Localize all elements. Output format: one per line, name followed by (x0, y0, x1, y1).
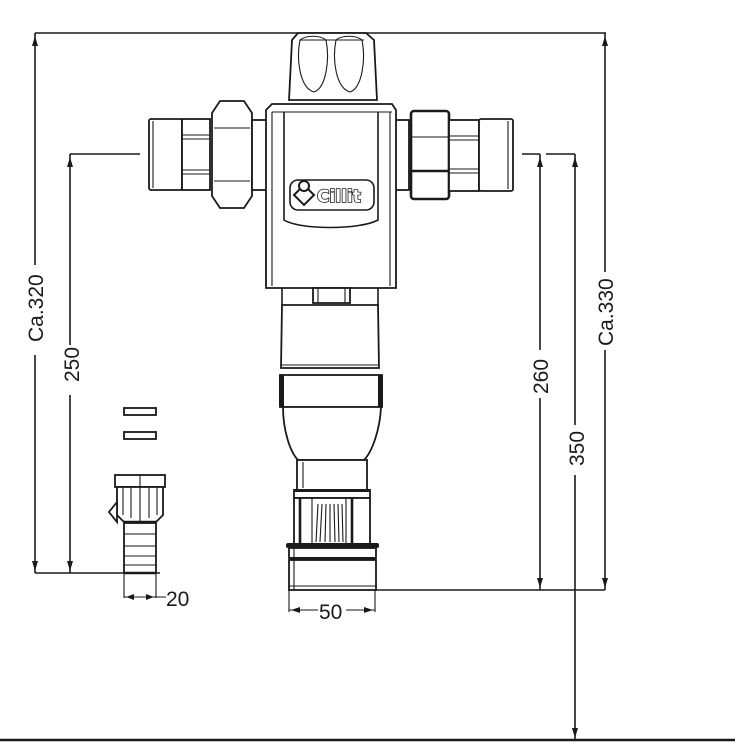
filter-head-housing: Cillit (265, 103, 397, 289)
dim-label-250: 250 (61, 347, 84, 382)
logo-text: Cillit (317, 187, 361, 207)
dimension-ca320: Ca.320 (22, 33, 160, 574)
dimension-20: 20 (123, 573, 189, 611)
backwash-brush-unit (293, 459, 371, 545)
logo-plate (289, 179, 375, 211)
dim-label-ca330: Ca.330 (595, 278, 618, 346)
housing-neck (281, 287, 379, 305)
handwheel-knob (288, 32, 378, 101)
gasket-ring-1 (123, 407, 157, 416)
dim-label-20: 20 (166, 588, 189, 611)
dimension-50: 50 (288, 590, 376, 624)
dim-label-50: 50 (319, 601, 342, 624)
dimension-ca330: Ca.330 (375, 33, 618, 591)
drain-valve-base (286, 543, 379, 591)
filter-bowl (279, 304, 383, 461)
outlet-connection-right (394, 109, 514, 201)
dimension-260: 260 (522, 153, 553, 590)
drain-hose-nozzle (107, 407, 166, 575)
dim-label-260: 260 (530, 359, 553, 394)
dimension-350: 350 (546, 153, 589, 740)
inlet-connection-left (148, 100, 268, 209)
gasket-ring-2 (123, 431, 157, 440)
dim-label-ca320: Ca.320 (25, 274, 48, 342)
dimension-250: 250 (58, 153, 140, 573)
cillit-logo-icon (292, 180, 316, 207)
dim-label-350: 350 (566, 431, 589, 466)
